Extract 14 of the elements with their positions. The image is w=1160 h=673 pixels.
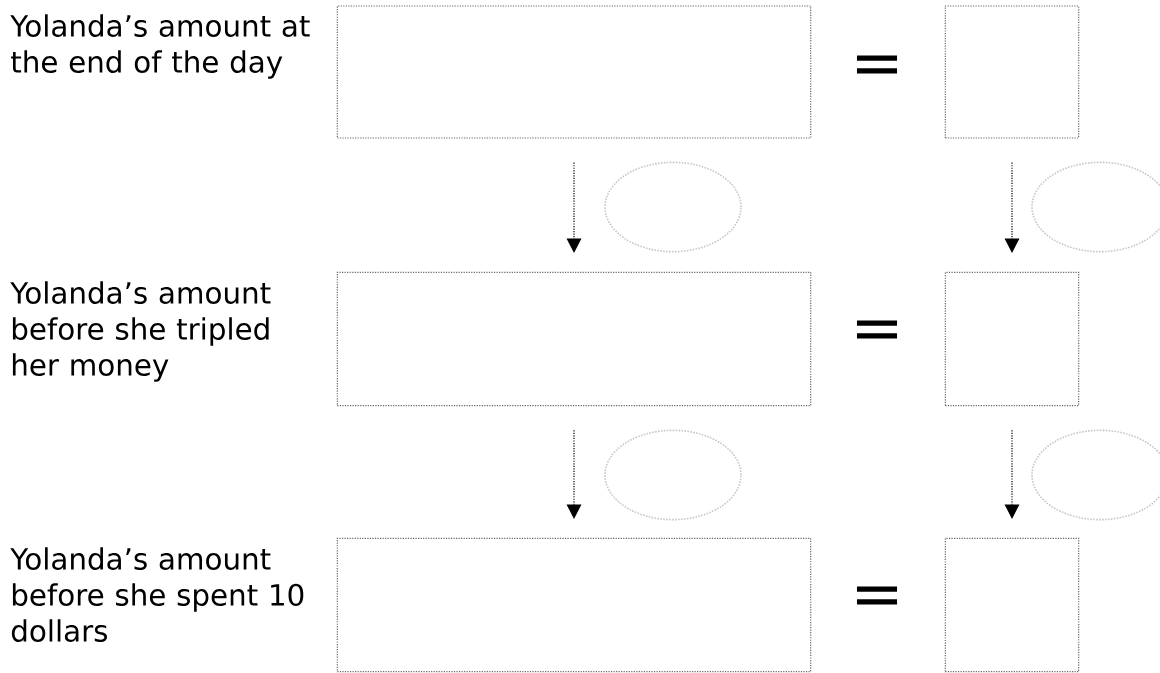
answer-box — [944, 5, 1080, 139]
ellipse — [604, 429, 742, 521]
answer-box — [336, 537, 812, 673]
box-caption: Yolanda’s amount before she tripled her money — [10, 281, 271, 382]
equals-sign: = — [856, 586, 898, 605]
answer-box — [336, 271, 812, 407]
answer-box — [944, 537, 1080, 673]
box-caption: Yolanda’s amount at the end of the day — [10, 14, 310, 79]
answer-box — [944, 271, 1080, 407]
equals-sign: = — [856, 55, 898, 74]
box-caption: Yolanda’s amount before she spent 10 dollars — [10, 547, 304, 642]
answer-box — [336, 5, 812, 139]
ellipse — [604, 161, 742, 253]
equals-sign: = — [856, 320, 898, 339]
